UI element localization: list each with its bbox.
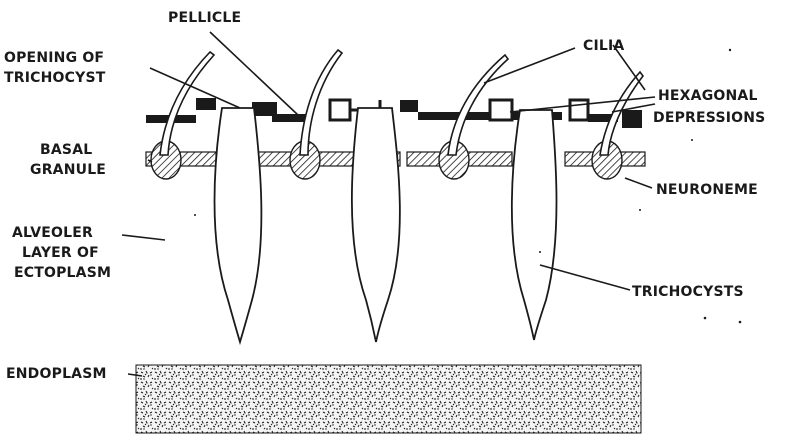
label-basal-line1: BASAL — [40, 142, 92, 158]
label-alveoler-line3: ECTOPLASM — [14, 265, 111, 281]
label-hexagonal-line1: HEXAGONAL — [658, 88, 758, 104]
label-alveoler-line1: ALVEOLER — [12, 225, 93, 241]
label-cilia: CILIA — [583, 38, 624, 54]
label-hexagonal-line2: DEPRESSIONS — [653, 110, 765, 126]
label-opening-line1: OPENING OF — [4, 50, 104, 66]
label-trichocysts: TRICHOCYSTS — [632, 284, 744, 300]
label-neuroneme: NEURONEME — [656, 182, 758, 198]
label-pellicle: PELLICLE — [168, 10, 241, 26]
trichocyst-2 — [352, 108, 400, 342]
trichocysts-group — [215, 108, 557, 342]
label-opening-line2: TRICHOCYST — [4, 70, 106, 86]
label-alveoler-line2: LAYER OF — [22, 245, 99, 261]
label-basal-line2: GRANULE — [30, 162, 106, 178]
label-endoplasm: ENDOPLASM — [6, 366, 107, 382]
trichocyst-3 — [512, 110, 557, 340]
endoplasm-block — [136, 365, 641, 433]
trichocyst-1 — [215, 108, 262, 342]
